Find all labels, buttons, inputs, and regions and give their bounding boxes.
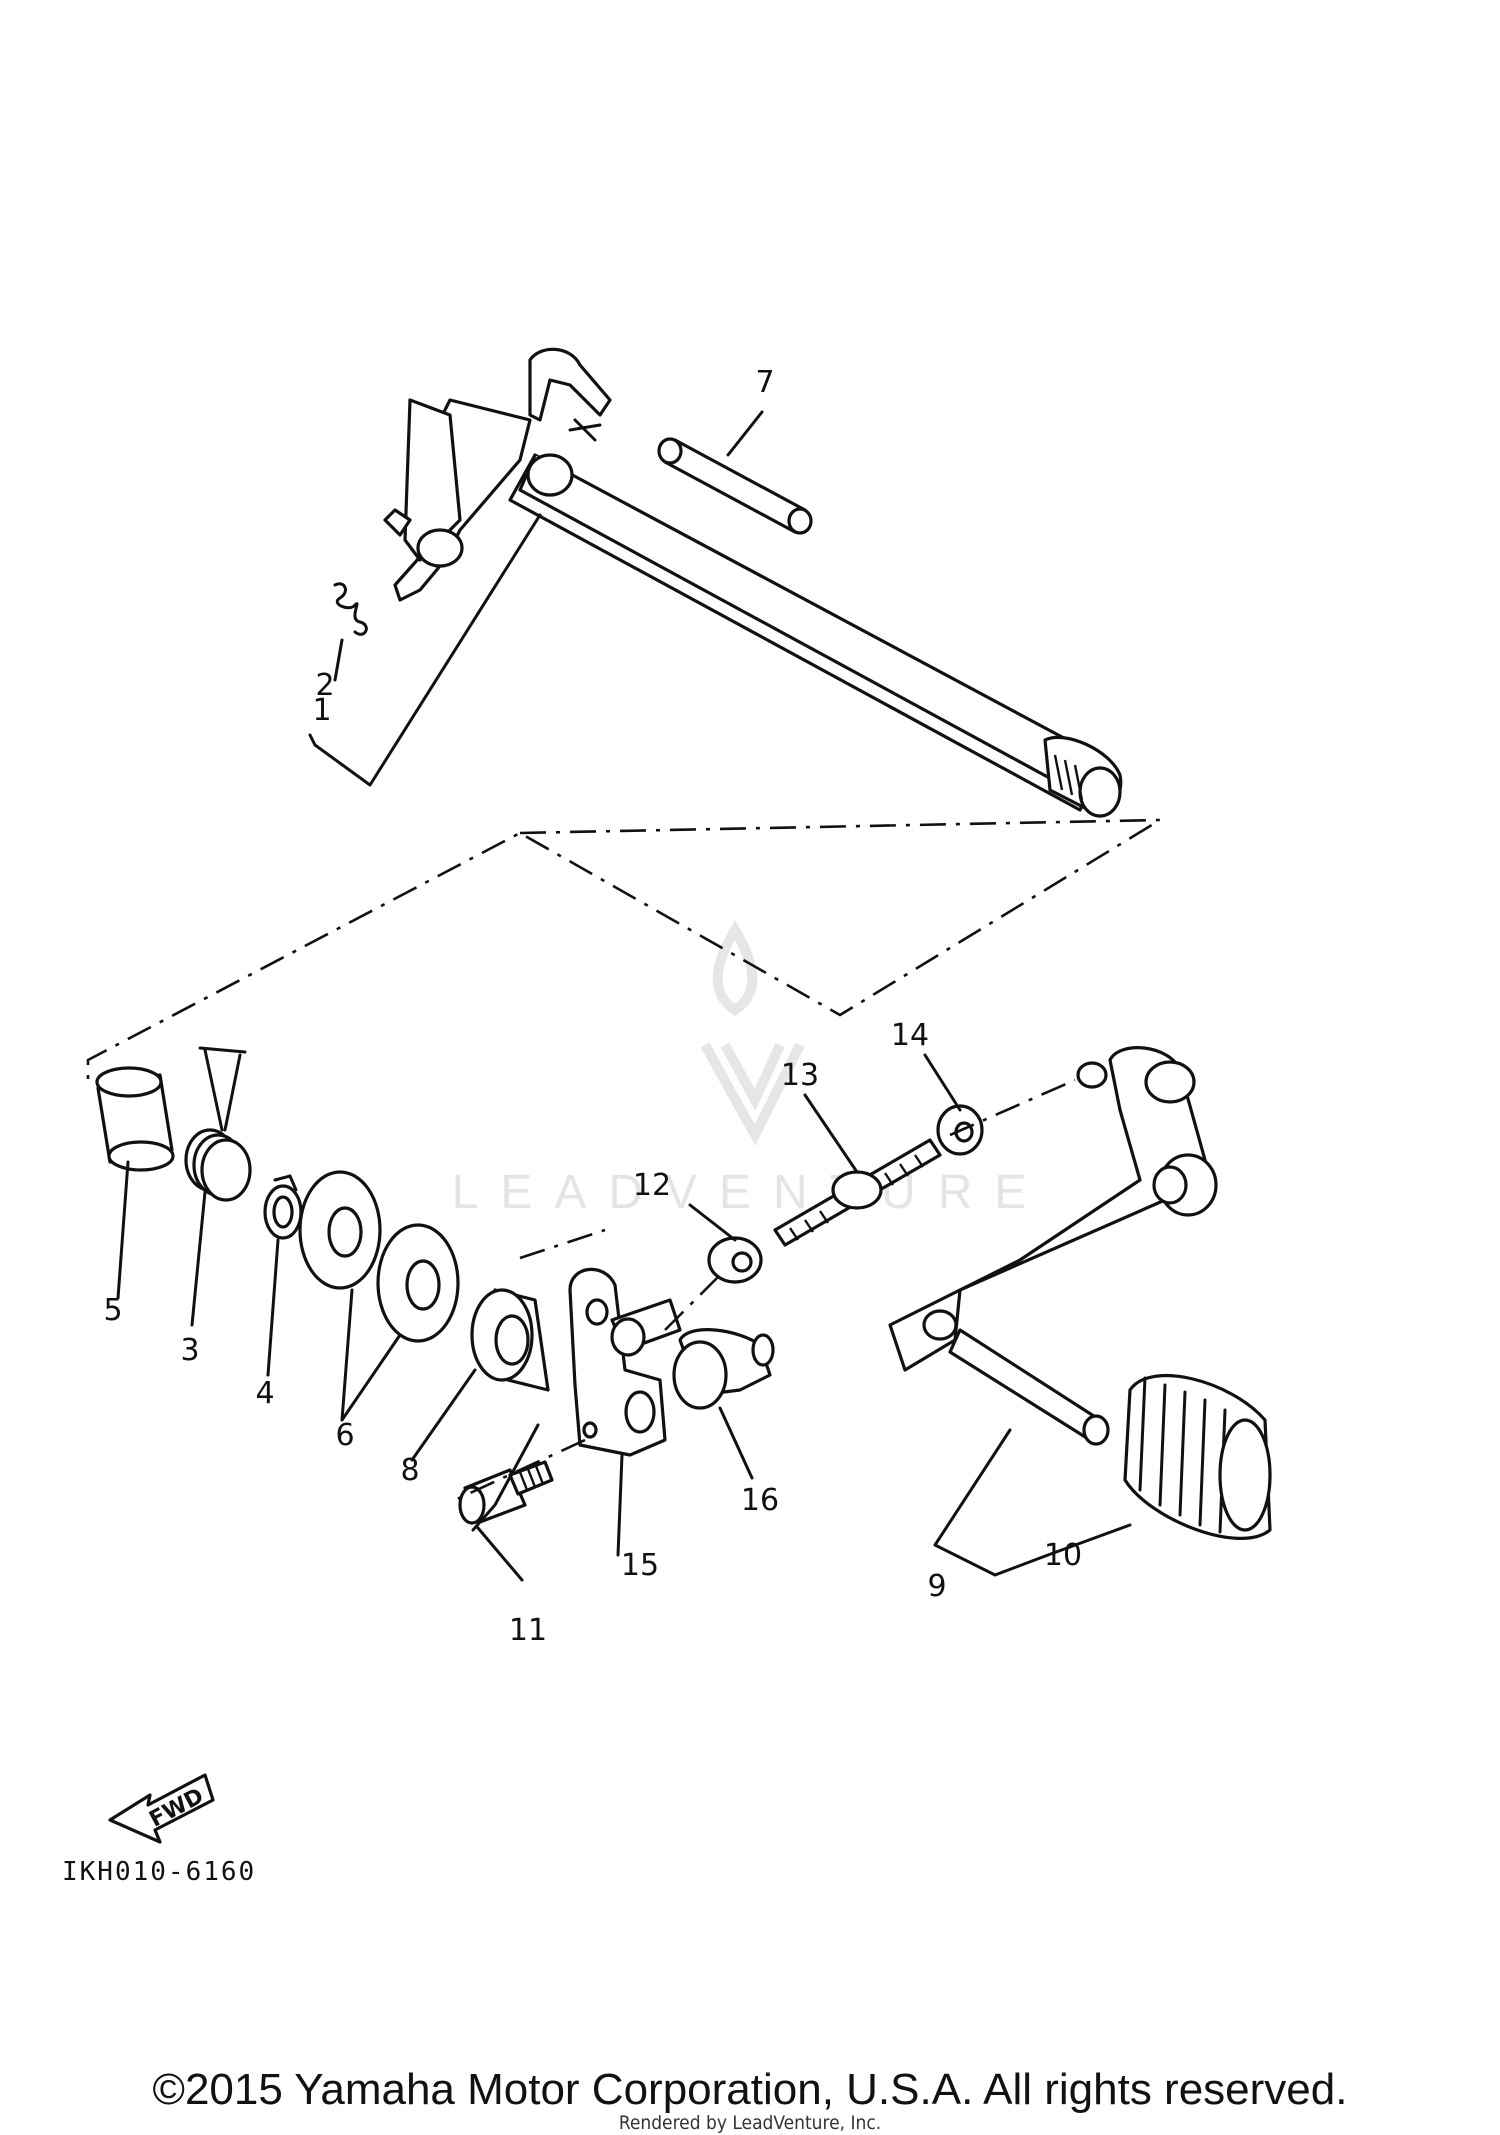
callout-2: 2 [315,668,334,703]
collar-part [95,1066,175,1172]
footrest-rubber-part [1123,1374,1272,1540]
callout-15: 15 [621,1548,659,1583]
callout-9: 9 [927,1569,946,1604]
assembly-line-a [454,1078,1076,1502]
nut-part-12 [707,1236,763,1284]
callout-4: 4 [255,1376,274,1411]
leadventure-watermark: LEADVENTURE [452,920,1049,1219]
bolt-part [458,1460,554,1525]
callout-8: 8 [400,1453,419,1488]
pin-part [657,437,813,535]
shift-pedal-part [888,1046,1218,1446]
callout-14: 14 [891,1018,929,1053]
callout-5: 5 [103,1293,122,1328]
callout-11: 11 [509,1613,547,1648]
cap-part [672,1328,775,1410]
callout-12: 12 [633,1168,671,1203]
watermark-flame-icon [712,920,758,1017]
diagram-code: IKH010-6160 [62,1857,256,1887]
washer-part-b [376,1223,460,1343]
bearing-part [470,1288,550,1392]
callout-6: 6 [335,1418,354,1453]
fwd-arrow-icon: FWD [108,1773,215,1844]
callout-1: 1 [312,693,331,728]
shift-lever-part [568,1267,682,1457]
spring-part [333,582,368,636]
washer-part-a [298,1170,382,1290]
leader-lines [116,410,1132,1582]
assembly-outline [86,818,1165,1080]
circlip-part [263,1174,303,1240]
callout-3: 3 [180,1333,199,1368]
rod-part [773,1138,942,1247]
rendered-by-notice: Rendered by LeadVenture, Inc. [618,2112,882,2134]
copyright-notice: ©2015 Yamaha Motor Corporation, U.S.A. A… [152,2065,1348,2114]
callout-10: 10 [1044,1538,1082,1573]
torsion-spring-part [184,1046,252,1202]
callout-16: 16 [741,1483,779,1518]
watermark-v-icon [700,1042,805,1146]
callout-7: 7 [755,365,774,400]
watermark-text: LEADVENTURE [452,1166,1049,1219]
shift-shaft-assembly [383,347,1123,818]
callout-13: 13 [781,1058,819,1093]
